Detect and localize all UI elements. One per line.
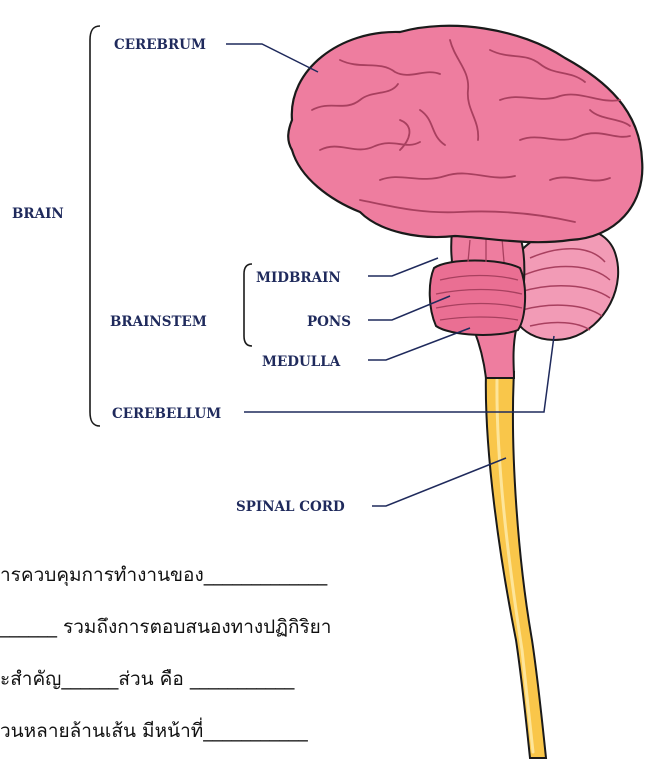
- brainstem-label: BRAINSTEM: [110, 314, 207, 330]
- midbrain-label: MIDBRAIN: [256, 270, 341, 286]
- worksheet-line-3: ะสำคัญ______ส่วน คือ ___________: [0, 664, 294, 694]
- cerebellum-label: CEREBELLUM: [112, 406, 221, 422]
- worksheet-line-2: ______ รวมถึงการตอบสนองทางปฏิกิริยา: [0, 612, 331, 642]
- worksheet-line-1: ารควบคุมการทำงานของ_____________: [0, 560, 327, 590]
- midbrain-leader: [368, 258, 438, 276]
- worksheet-line-4: วนหลายล้านเส้น มีหน้าที่___________: [0, 716, 308, 746]
- brainstem-bracket: [244, 264, 252, 346]
- spinal-cord: [486, 372, 546, 758]
- brain-label: BRAIN: [12, 206, 64, 222]
- cerebrum-leader: [226, 44, 318, 72]
- spinal-cord-leader: [372, 458, 506, 506]
- medulla-label: MEDULLA: [262, 354, 341, 370]
- cerebrum-label: CEREBRUM: [114, 37, 206, 53]
- spinal-cord-label: SPINAL CORD: [236, 499, 345, 515]
- pons-label: PONS: [307, 314, 351, 330]
- brain-bracket: [90, 26, 100, 426]
